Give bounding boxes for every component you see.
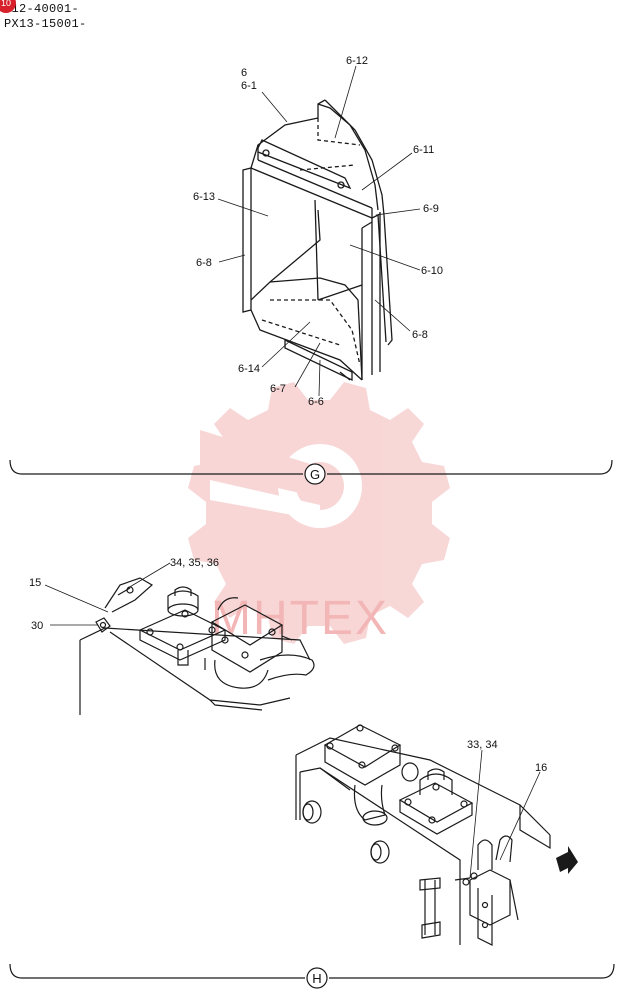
section-g-divider [9, 459, 613, 485]
section-g-leader-lines [217, 65, 421, 397]
serial-range-line-1: W12-40001- [4, 2, 80, 16]
callout-6-7: 6-7 [270, 383, 286, 395]
callout-6-8-right: 6-8 [412, 329, 428, 341]
valve-mount-detail-right [295, 724, 551, 946]
callout-6-8-left: 6-8 [196, 257, 212, 269]
callout-30: 30 [31, 620, 43, 632]
section-h-upper-leader-lines [44, 562, 171, 626]
callout-6-14: 6-14 [238, 363, 260, 375]
section-h-lower-leader-lines [469, 749, 541, 879]
section-marker-h: H [312, 971, 321, 986]
callout-6: 6 [241, 67, 247, 79]
shroud-assembly-drawing [242, 99, 393, 382]
callout-6-11: 6-11 [413, 144, 434, 156]
section-h-callouts: 34, 35, 36 15 30 33, 34 16 [29, 557, 547, 774]
section-g-callouts: 6 6-1 6-12 6-11 6-9 6-13 6-8 6-10 6-8 6-… [193, 55, 443, 408]
section-h-divider [9, 963, 615, 989]
callout-16: 16 [535, 762, 547, 774]
callout-6-6: 6-6 [308, 396, 324, 408]
direction-arrow-icon [556, 846, 578, 874]
callout-6-1: 6-1 [241, 80, 257, 92]
serial-range-line-2: PX13-15001- [4, 17, 87, 31]
callout-15: 15 [29, 577, 41, 589]
callout-6-9: 6-9 [423, 203, 439, 215]
section-marker-g: G [310, 467, 320, 482]
callout-6-10: 6-10 [421, 265, 443, 277]
callout-33-34: 33, 34 [467, 739, 498, 751]
watermark-logo [188, 382, 450, 644]
page-badge: 10 [0, 0, 16, 13]
callout-6-13: 6-13 [193, 191, 215, 203]
page-badge-number: 10 [1, 0, 11, 8]
callout-6-12: 6-12 [346, 55, 368, 67]
valve-mount-detail-left [79, 577, 315, 715]
callout-34-35-36: 34, 35, 36 [170, 557, 219, 569]
